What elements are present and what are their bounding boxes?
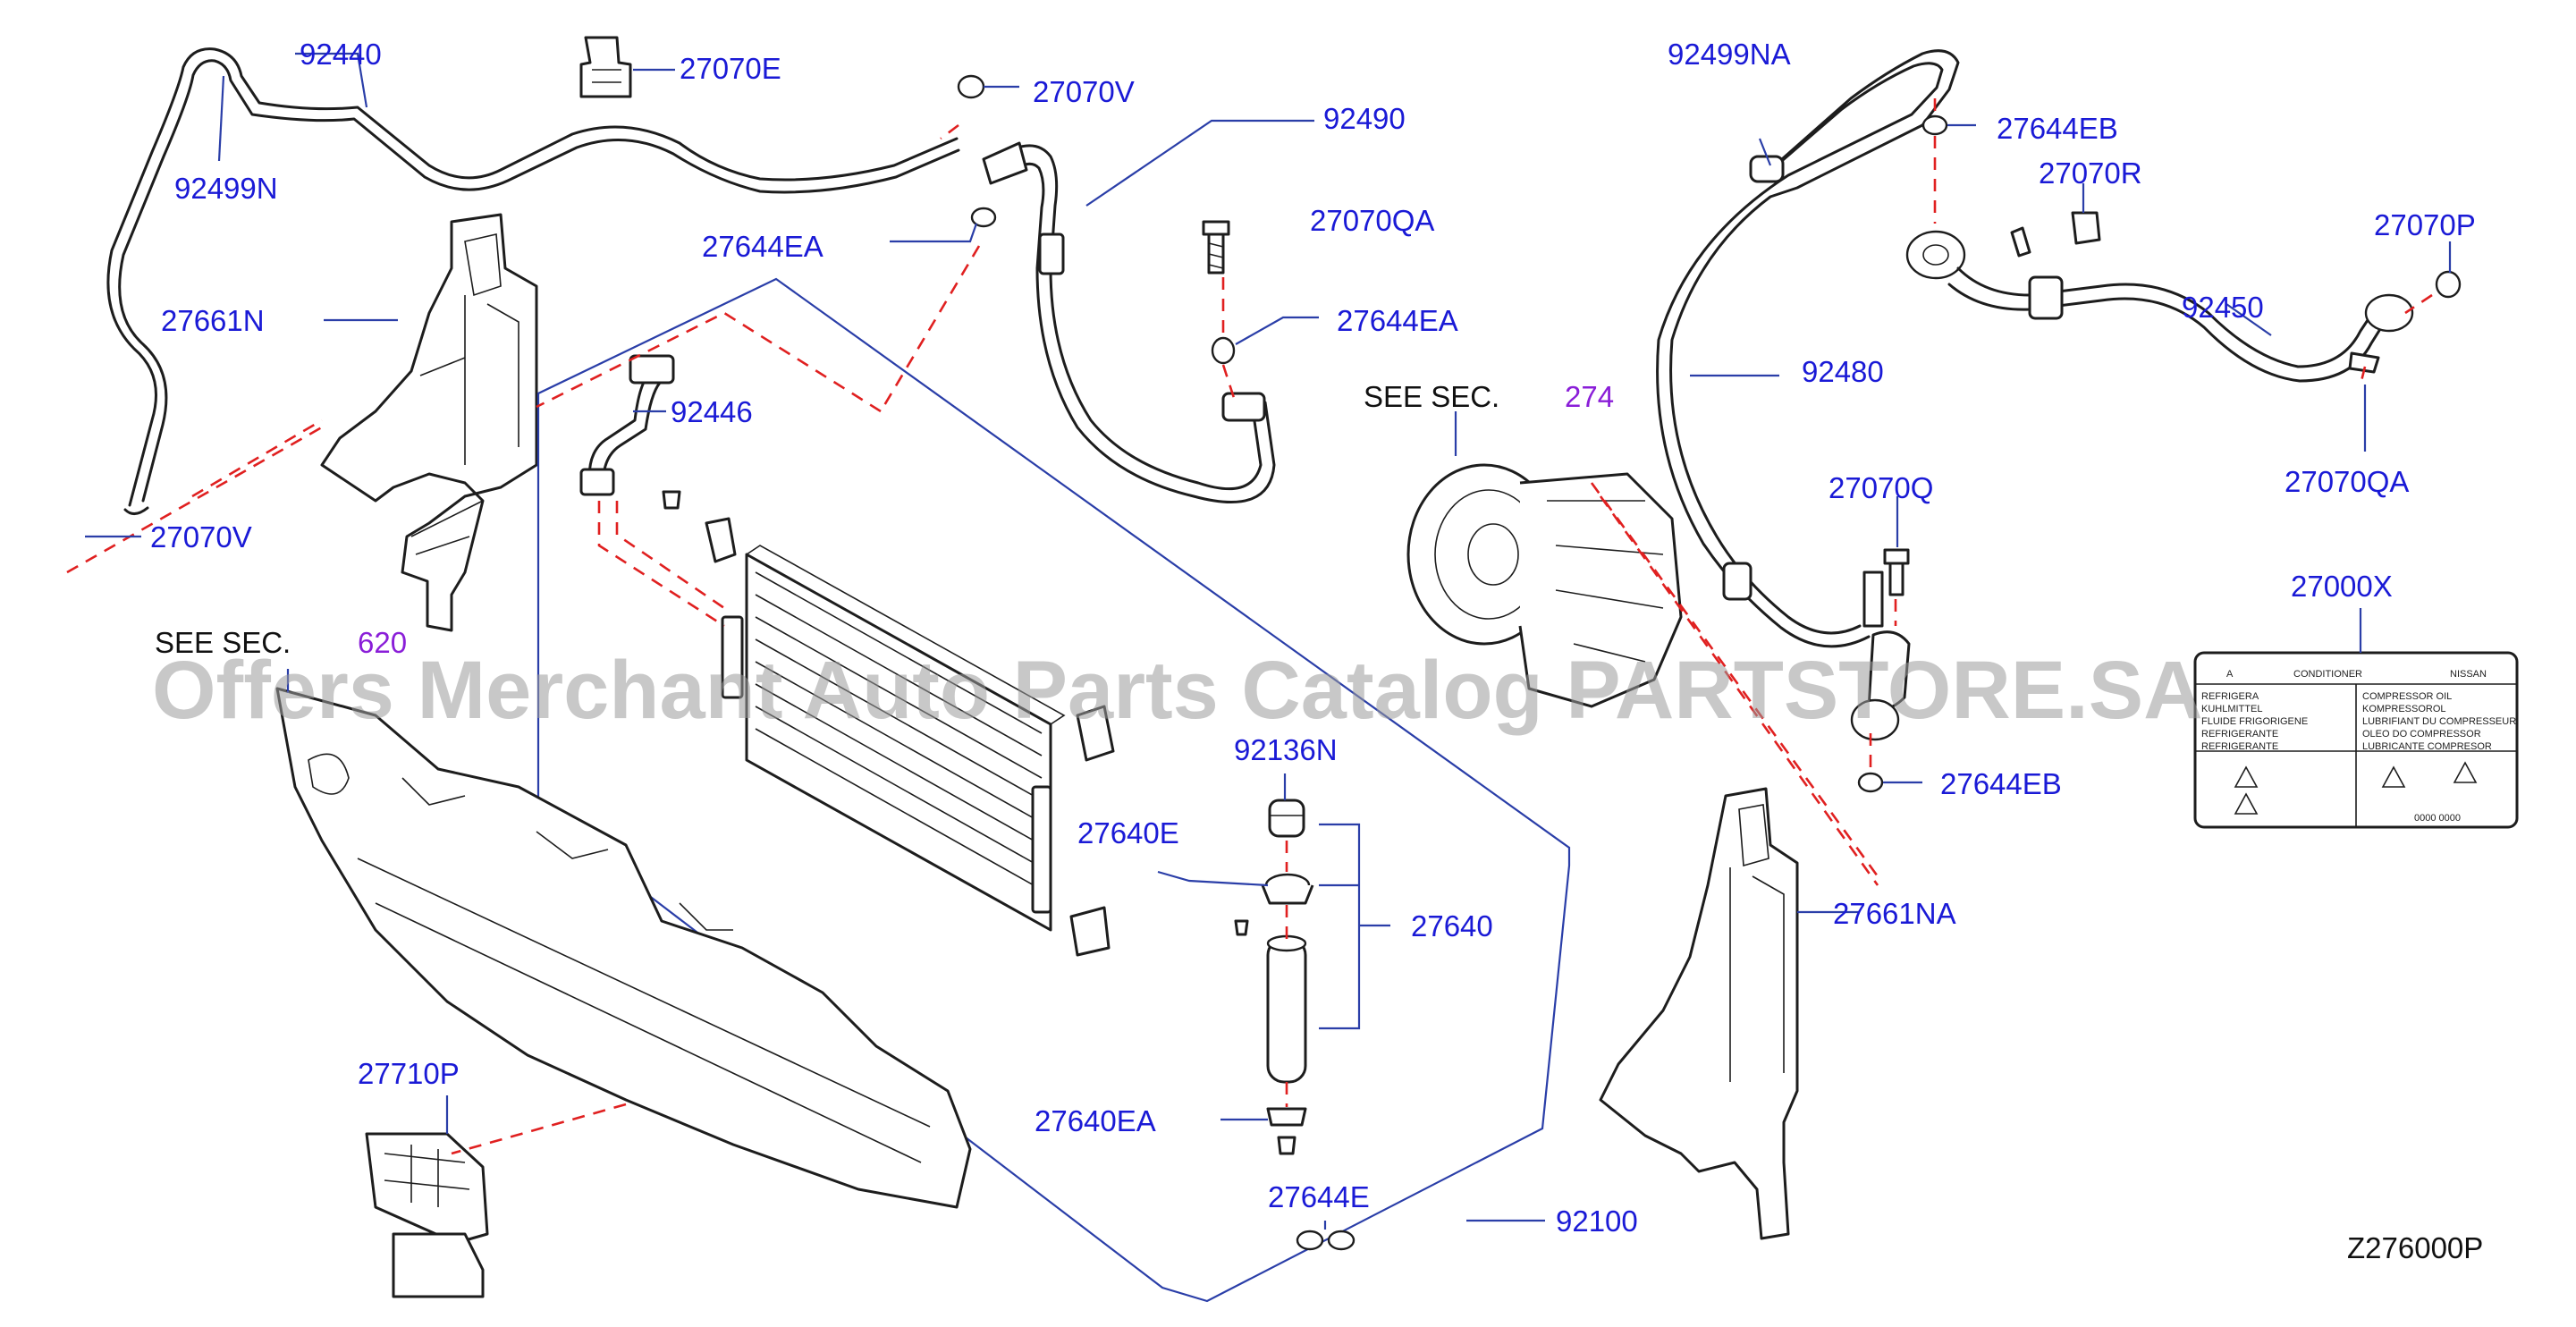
- callout-92499NA[interactable]: 92499NA: [1668, 38, 1791, 71]
- callout-27070V-top[interactable]: 27070V: [1033, 75, 1135, 108]
- callout-27644E[interactable]: 27644E: [1268, 1180, 1370, 1213]
- seal-27644EA-mid[interactable]: [1211, 336, 1236, 365]
- warning-icon: [2381, 765, 2406, 788]
- pipe-92490[interactable]: [982, 141, 1276, 503]
- callout-92490[interactable]: 92490: [1323, 102, 1406, 135]
- pressure-sensor-92446[interactable]: [579, 354, 675, 496]
- compressor[interactable]: [1406, 463, 1683, 708]
- callout-27000X[interactable]: 27000X: [2291, 570, 2393, 603]
- label-left-line: FLUIDE FRIGORIGENE: [2201, 716, 2308, 727]
- bolt-small[interactable]: [662, 490, 681, 510]
- seal-27070V-top[interactable]: [957, 74, 985, 99]
- callout-27661NA[interactable]: 27661NA: [1833, 897, 1956, 930]
- warning-icon: [2234, 765, 2259, 788]
- callout-27070QA-mid[interactable]: 27070QA: [1310, 204, 1434, 237]
- seal-27644EB-bottom[interactable]: [1857, 772, 1884, 793]
- part-labels: 92440 27070E 27070V 92490 92499N 27644EA…: [150, 38, 2476, 1238]
- callout-27661N[interactable]: 27661N: [161, 304, 265, 337]
- callout-27644EB-top[interactable]: 27644EB: [1997, 112, 2118, 145]
- see-sec-274-link[interactable]: 274: [1565, 380, 1614, 413]
- sensor-27710P[interactable]: [365, 1132, 489, 1298]
- label-right-line: KOMPRESSOROL: [2362, 704, 2446, 714]
- callout-27070E[interactable]: 27070E: [680, 52, 781, 85]
- fitting-27070Q[interactable]: [1850, 571, 1911, 741]
- clip-27070R[interactable]: [2071, 211, 2101, 245]
- callout-27640[interactable]: 27640: [1411, 909, 1493, 942]
- see-sec-620-link[interactable]: 620: [358, 626, 407, 659]
- callout-92480[interactable]: 92480: [1802, 355, 1884, 388]
- warning-icon: [2453, 761, 2478, 783]
- air-guide-27661N[interactable]: [320, 213, 538, 632]
- label-header-mid: CONDITIONER: [2293, 669, 2362, 680]
- alignment-lines: [66, 98, 2433, 1155]
- bolt-small-2[interactable]: [1234, 919, 1249, 936]
- label-left-line: REFRIGERA: [2201, 691, 2259, 702]
- label-right-line: LUBRICANTE COMPRESOR: [2362, 741, 2492, 752]
- label-right-line: COMPRESSOR OIL: [2362, 691, 2452, 702]
- callout-27070Q[interactable]: 27070Q: [1829, 471, 1933, 504]
- see-sec-274-text: SEE SEC.: [1364, 380, 1499, 413]
- callout-92100[interactable]: 92100: [1556, 1204, 1638, 1238]
- label-right-line: LUBRIFIANT DU COMPRESSEUR: [2362, 716, 2516, 727]
- seal-27644EB-top[interactable]: [1921, 114, 1948, 136]
- label-header-left: A: [2226, 669, 2234, 680]
- leader-lines: [85, 52, 2452, 1230]
- bumper-reinforcement[interactable]: [275, 687, 972, 1209]
- label-left-line: REFRIGERANTE: [2201, 729, 2278, 740]
- air-guide-27661NA[interactable]: [1599, 787, 1799, 1240]
- callout-27644EB-bottom[interactable]: 27644EB: [1940, 767, 2062, 800]
- callout-27070P[interactable]: 27070P: [2374, 208, 2476, 241]
- caution-label-27000X[interactable]: A CONDITIONER NISSAN REFRIGERA KUHLMITTE…: [2193, 651, 2519, 829]
- bolt-27070Q[interactable]: [1883, 548, 1910, 596]
- pipe-92450[interactable]: [1905, 226, 2414, 383]
- section-references: SEE SEC. 274 SEE SEC. 620: [155, 380, 1614, 659]
- bracket-27640E[interactable]: [1261, 873, 1314, 905]
- plug-27640EA[interactable]: [1266, 1107, 1307, 1155]
- seal-27644EA-top[interactable]: [970, 207, 997, 228]
- seal-27070P[interactable]: [2435, 270, 2462, 299]
- callout-92440[interactable]: 92440: [300, 38, 382, 71]
- pipe-92440[interactable]: [106, 47, 960, 515]
- callout-27644EA-mid[interactable]: 27644EA: [1337, 304, 1458, 337]
- label-header-right: NISSAN: [2450, 669, 2487, 680]
- label-footer: 0000 0000: [2414, 813, 2461, 824]
- callout-92450[interactable]: 92450: [2182, 291, 2264, 324]
- callout-27644EA-top[interactable]: 27644EA: [702, 230, 823, 263]
- condenser-outline: [536, 277, 1571, 1303]
- warning-icon: [2234, 792, 2259, 815]
- callout-27640EA[interactable]: 27640EA: [1035, 1104, 1156, 1137]
- diagram-id: Z276000P: [2347, 1231, 2483, 1264]
- callout-27070QA-right[interactable]: 27070QA: [2285, 465, 2409, 498]
- bolt-27070QA-mid[interactable]: [1202, 220, 1230, 275]
- condenser-92100[interactable]: [705, 517, 1115, 957]
- watermark: Offers Merchant Auto Parts Catalog PARTS…: [152, 645, 2203, 736]
- bolt-27070QA-right[interactable]: [2348, 351, 2380, 374]
- label-left-line: KUHLMITTEL: [2201, 704, 2262, 714]
- receiver-drier-27640[interactable]: [1266, 934, 1307, 1084]
- clip-27070E[interactable]: [579, 36, 632, 98]
- hose-92480[interactable]: [1656, 49, 1960, 648]
- callout-27640E[interactable]: 27640E: [1077, 816, 1179, 849]
- label-left-line: REFRIGERANTE: [2201, 741, 2278, 752]
- callout-27070R[interactable]: 27070R: [2039, 156, 2142, 190]
- cap-92136N[interactable]: [1268, 799, 1305, 838]
- callout-92499N[interactable]: 92499N: [174, 172, 278, 205]
- callout-27710P[interactable]: 27710P: [358, 1057, 460, 1090]
- callout-92446[interactable]: 92446: [671, 395, 753, 428]
- see-sec-620-text: SEE SEC.: [155, 626, 291, 659]
- callout-27070V-left[interactable]: 27070V: [150, 520, 252, 554]
- label-right-line: OLEO DO COMPRESSOR: [2362, 729, 2481, 740]
- seals-27644E[interactable]: [1296, 1230, 1356, 1251]
- callout-92136N[interactable]: 92136N: [1234, 733, 1338, 766]
